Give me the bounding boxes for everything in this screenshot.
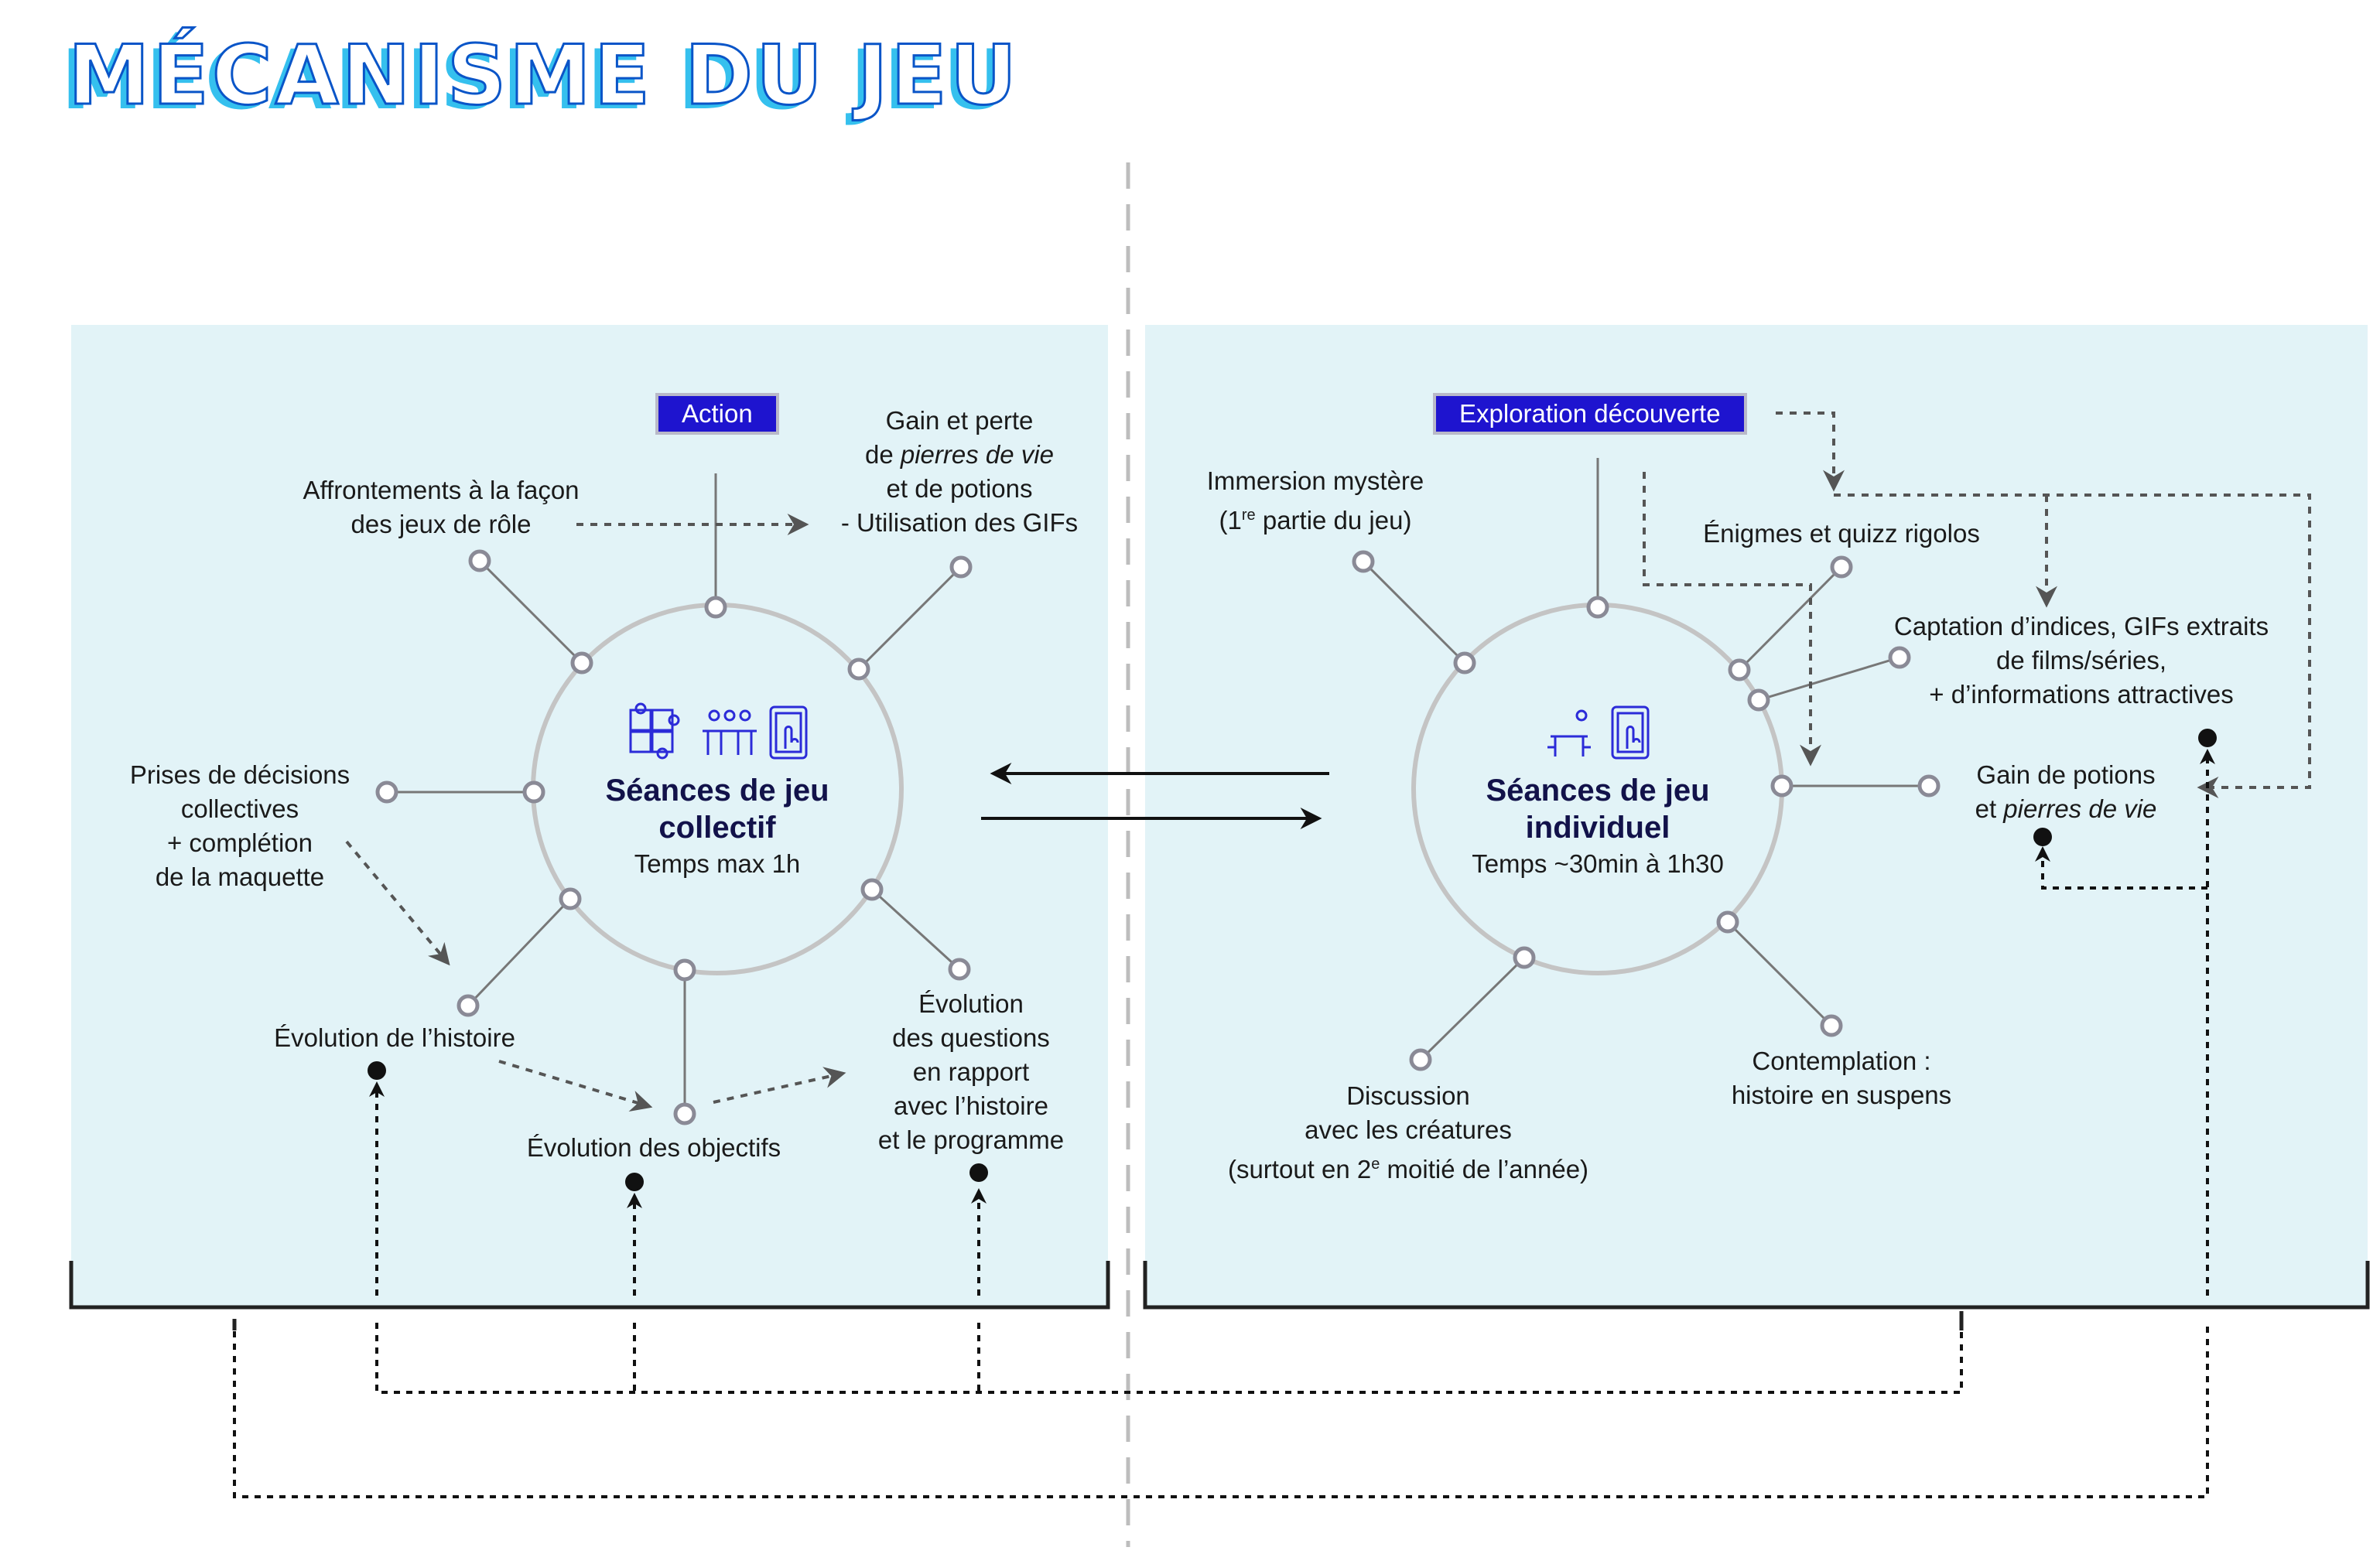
- outer-loop: [233, 1319, 2209, 1498]
- left-bracket: [69, 1261, 1110, 1310]
- label-enigmes: Énigmes et quizz rigolos: [1703, 519, 1980, 548]
- label-potions: Gain de potions et pierres de vie: [1975, 760, 2157, 823]
- label-affrontements: Affrontements à la façon des jeux de rôl…: [303, 476, 580, 538]
- label-evolution-objectifs: Évolution des objectifs: [526, 1133, 781, 1162]
- label-prises-decisions: Prises de décisions collectives + complé…: [129, 760, 351, 891]
- arrow-exploration-to-enigmes: [1776, 412, 1845, 492]
- exploration-tag: Exploration découverte: [1433, 393, 1747, 435]
- label-immersion: Immersion mystère (1re partie du jeu): [1206, 466, 1424, 535]
- action-tag-label: Action: [682, 399, 753, 428]
- arrow-objectifs-to-questions: [713, 1067, 846, 1104]
- collective-nodes: [375, 549, 973, 1125]
- arrow-histoire-to-objectifs: [498, 1060, 653, 1112]
- label-contemplation: Contemplation : histoire en suspens: [1731, 1047, 1952, 1109]
- single-table-icon: [1547, 709, 1591, 757]
- individual-hub-subtitle: Temps ~30min à 1h30: [1472, 849, 1724, 878]
- individual-hub-title-2: individuel: [1525, 811, 1670, 845]
- label-evolution-questions: Évolution des questions en rapport avec …: [877, 989, 1065, 1154]
- group-table-icon: [703, 709, 757, 755]
- individual-spokes: [1362, 458, 1929, 1061]
- collective-hub-subtitle: Temps max 1h: [634, 849, 801, 878]
- collective-hub-title-2: collectif: [658, 811, 776, 845]
- tablet-touch-icon: [769, 705, 808, 760]
- label-gain-perte: Gain et perte de pierres de vie et de po…: [840, 406, 1079, 537]
- exploration-tag-label: Exploration découverte: [1459, 399, 1721, 428]
- individual-panel: [1145, 325, 2368, 1307]
- collective-hub-label: Séances de jeu collectif Temps max 1h: [563, 772, 872, 882]
- inner-loop: [375, 1319, 1963, 1394]
- tablet-touch-icon: [1611, 705, 1650, 760]
- loop-up-potions: [2035, 846, 2207, 890]
- page-title: MÉCANISME DU JEU: [67, 27, 1020, 125]
- collective-panel: [71, 325, 1108, 1307]
- collective-hub-title-1: Séances de jeu: [605, 774, 829, 808]
- individual-hub-label: Séances de jeu individuel Temps ~30min à…: [1435, 772, 1760, 882]
- label-evolution-histoire: Évolution de l’histoire: [274, 1023, 515, 1052]
- loop-dots: [368, 729, 2217, 1191]
- arrow-decisions-to-histoire: [345, 840, 450, 966]
- label-captation: Captation d’indices, GIFs extraits de fi…: [1893, 612, 2269, 709]
- action-tag: Action: [655, 393, 779, 435]
- arrow-enigmes-to-potions: [1643, 472, 1821, 767]
- collective-spokes: [387, 473, 963, 1114]
- individual-hub-title-1: Séances de jeu: [1486, 774, 1710, 808]
- right-bracket: [1143, 1261, 2370, 1310]
- individual-nodes: [1352, 550, 1941, 1071]
- label-discussion: Discussion avec les créatures (surtout e…: [1227, 1081, 1589, 1183]
- arrow-loop-to-captation: [1834, 494, 2311, 798]
- puzzle-icon: [629, 702, 680, 760]
